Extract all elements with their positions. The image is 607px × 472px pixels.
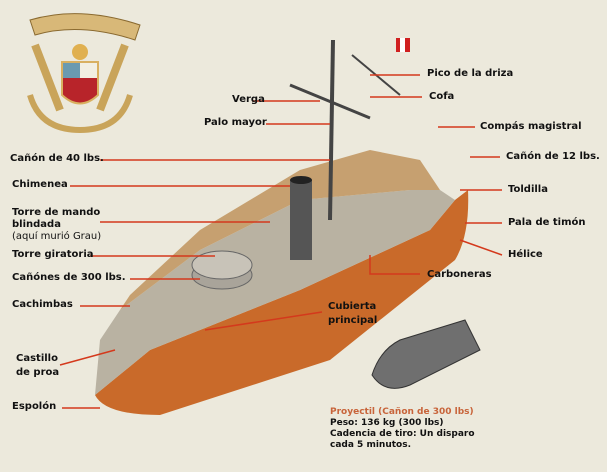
main-mast <box>328 39 335 221</box>
deck <box>100 150 440 340</box>
label-canon-40: Cañón de 40 lbs. <box>10 153 104 164</box>
hull <box>95 190 469 415</box>
projectile-weight: Peso: 136 kg (300 lbs) <box>330 418 444 428</box>
label-castillo: Castillo <box>16 353 58 364</box>
label-toldilla: Toldilla <box>508 184 548 195</box>
label-cachimbas: Cachimbas <box>12 299 73 310</box>
label-pico-driza: Pico de la driza <box>427 68 514 79</box>
projectile-image <box>371 319 481 389</box>
label-palo-mayor: Palo mayor <box>204 117 267 128</box>
label-de-proa: de proa <box>16 367 60 378</box>
label-grau: (aquí murió Grau) <box>12 231 102 242</box>
projectile-rate: Cadencia de tiro: Un disparo <box>330 429 475 439</box>
label-canones-300: Cañónes de 300 lbs. <box>12 272 126 283</box>
label-pala-timon: Pala de timón <box>508 217 586 228</box>
projectile-title: Proyectil (Cañon de 300 lbs) <box>330 407 474 417</box>
label-carboneras: Carboneras <box>427 269 492 280</box>
label-torre-mando: Torre de mando <box>12 207 101 218</box>
projectile-info: Proyectil (Cañon de 300 lbs) Peso: 136 k… <box>330 407 475 451</box>
label-helice: Hélice <box>508 249 543 260</box>
label-torre-giratoria: Torre giratoria <box>12 249 94 260</box>
label-chimenea: Chimenea <box>12 179 68 190</box>
label-cofa: Cofa <box>429 91 455 102</box>
navy-emblem <box>27 13 141 134</box>
label-compas: Compás magistral <box>480 121 582 132</box>
label-cubierta: Cubierta <box>328 301 377 312</box>
label-principal: principal <box>328 315 378 326</box>
label-canon-12: Cañón de 12 lbs. <box>506 151 600 162</box>
label-espolon: Espolón <box>12 401 57 412</box>
projectile-rate-2: cada 5 minutos. <box>330 440 411 450</box>
funnel <box>290 180 312 260</box>
label-blindada: blindada <box>12 219 61 230</box>
label-verga: Verga <box>232 94 265 105</box>
hull-side <box>95 190 455 395</box>
leader-lines <box>59 74 503 409</box>
